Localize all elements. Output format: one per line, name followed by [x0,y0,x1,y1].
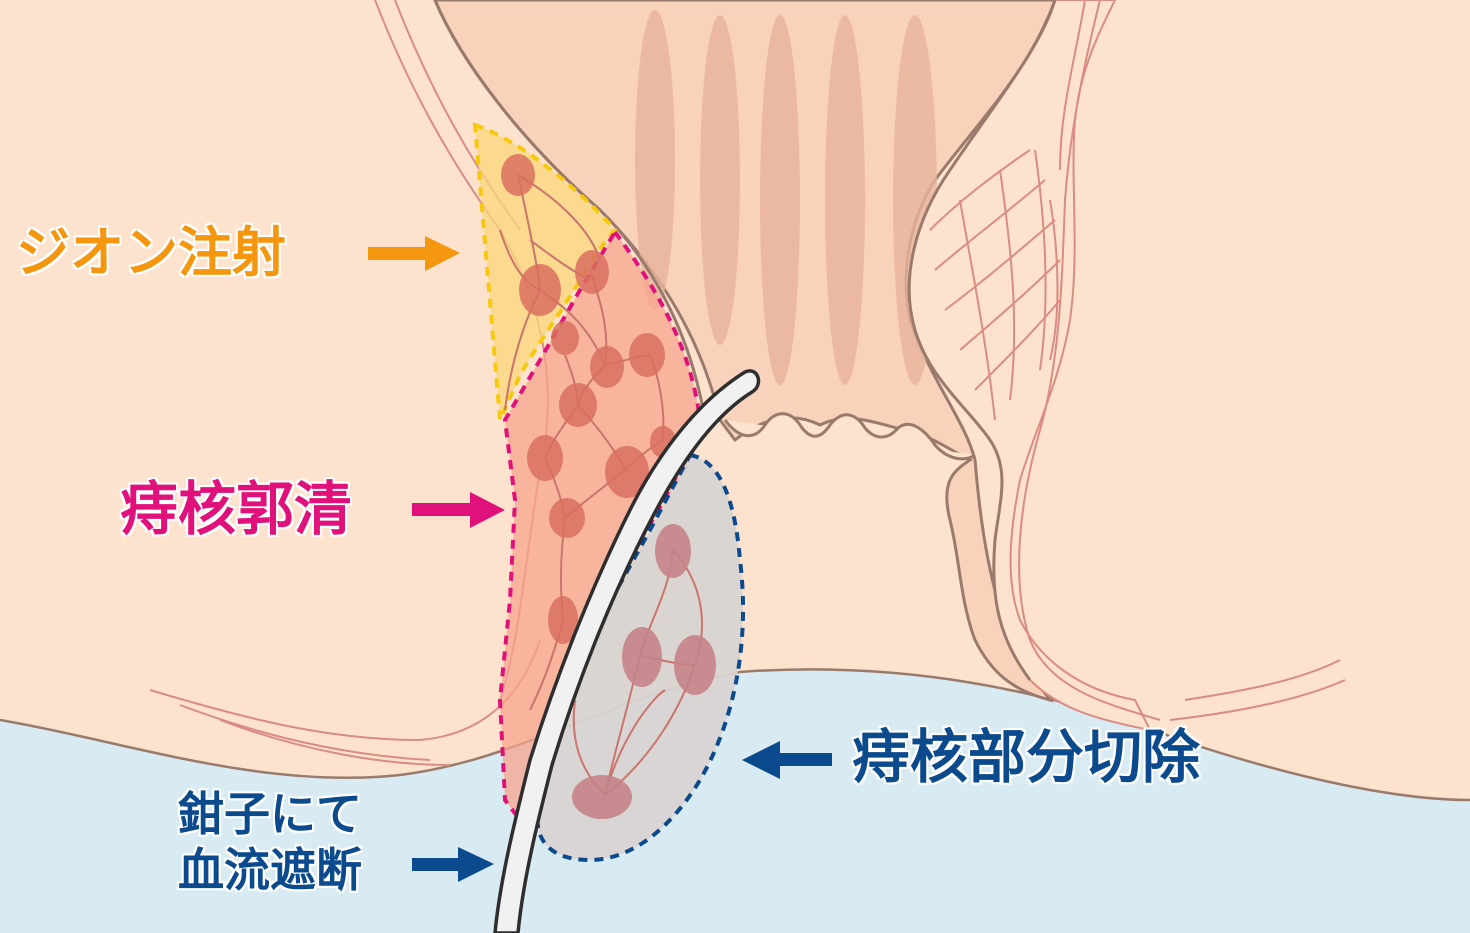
label-clamp-line1: 鉗子にて [178,787,362,841]
arrow-partial-excision [742,741,832,779]
clamp-forceps [493,369,761,933]
mucosal-folds [635,10,937,385]
arrow-ligation [412,492,505,528]
hemorrhoid-nodes [501,154,676,644]
right-outline [907,0,1057,681]
label-hemorrhoid-ligation: 痔核郭清 [120,475,353,543]
excision-nodes [572,524,716,819]
left-wall-outline [433,0,707,421]
water-region [0,669,1470,933]
right-venous-net [929,0,1161,721]
dentate-line [723,412,976,461]
label-clamp-line2: 血流遮断 [178,843,362,898]
hemorrhoid-ligation-area [497,228,703,825]
label-clamp: 鉗子にて 血流遮断 [178,786,362,898]
label-zion-injection: ジオン注射 [16,221,286,284]
arrow-clamp [412,847,494,882]
arrow-zion [368,236,460,271]
water-edge [0,668,1470,802]
label-partial-excision: 痔核部分切除 [852,723,1201,791]
